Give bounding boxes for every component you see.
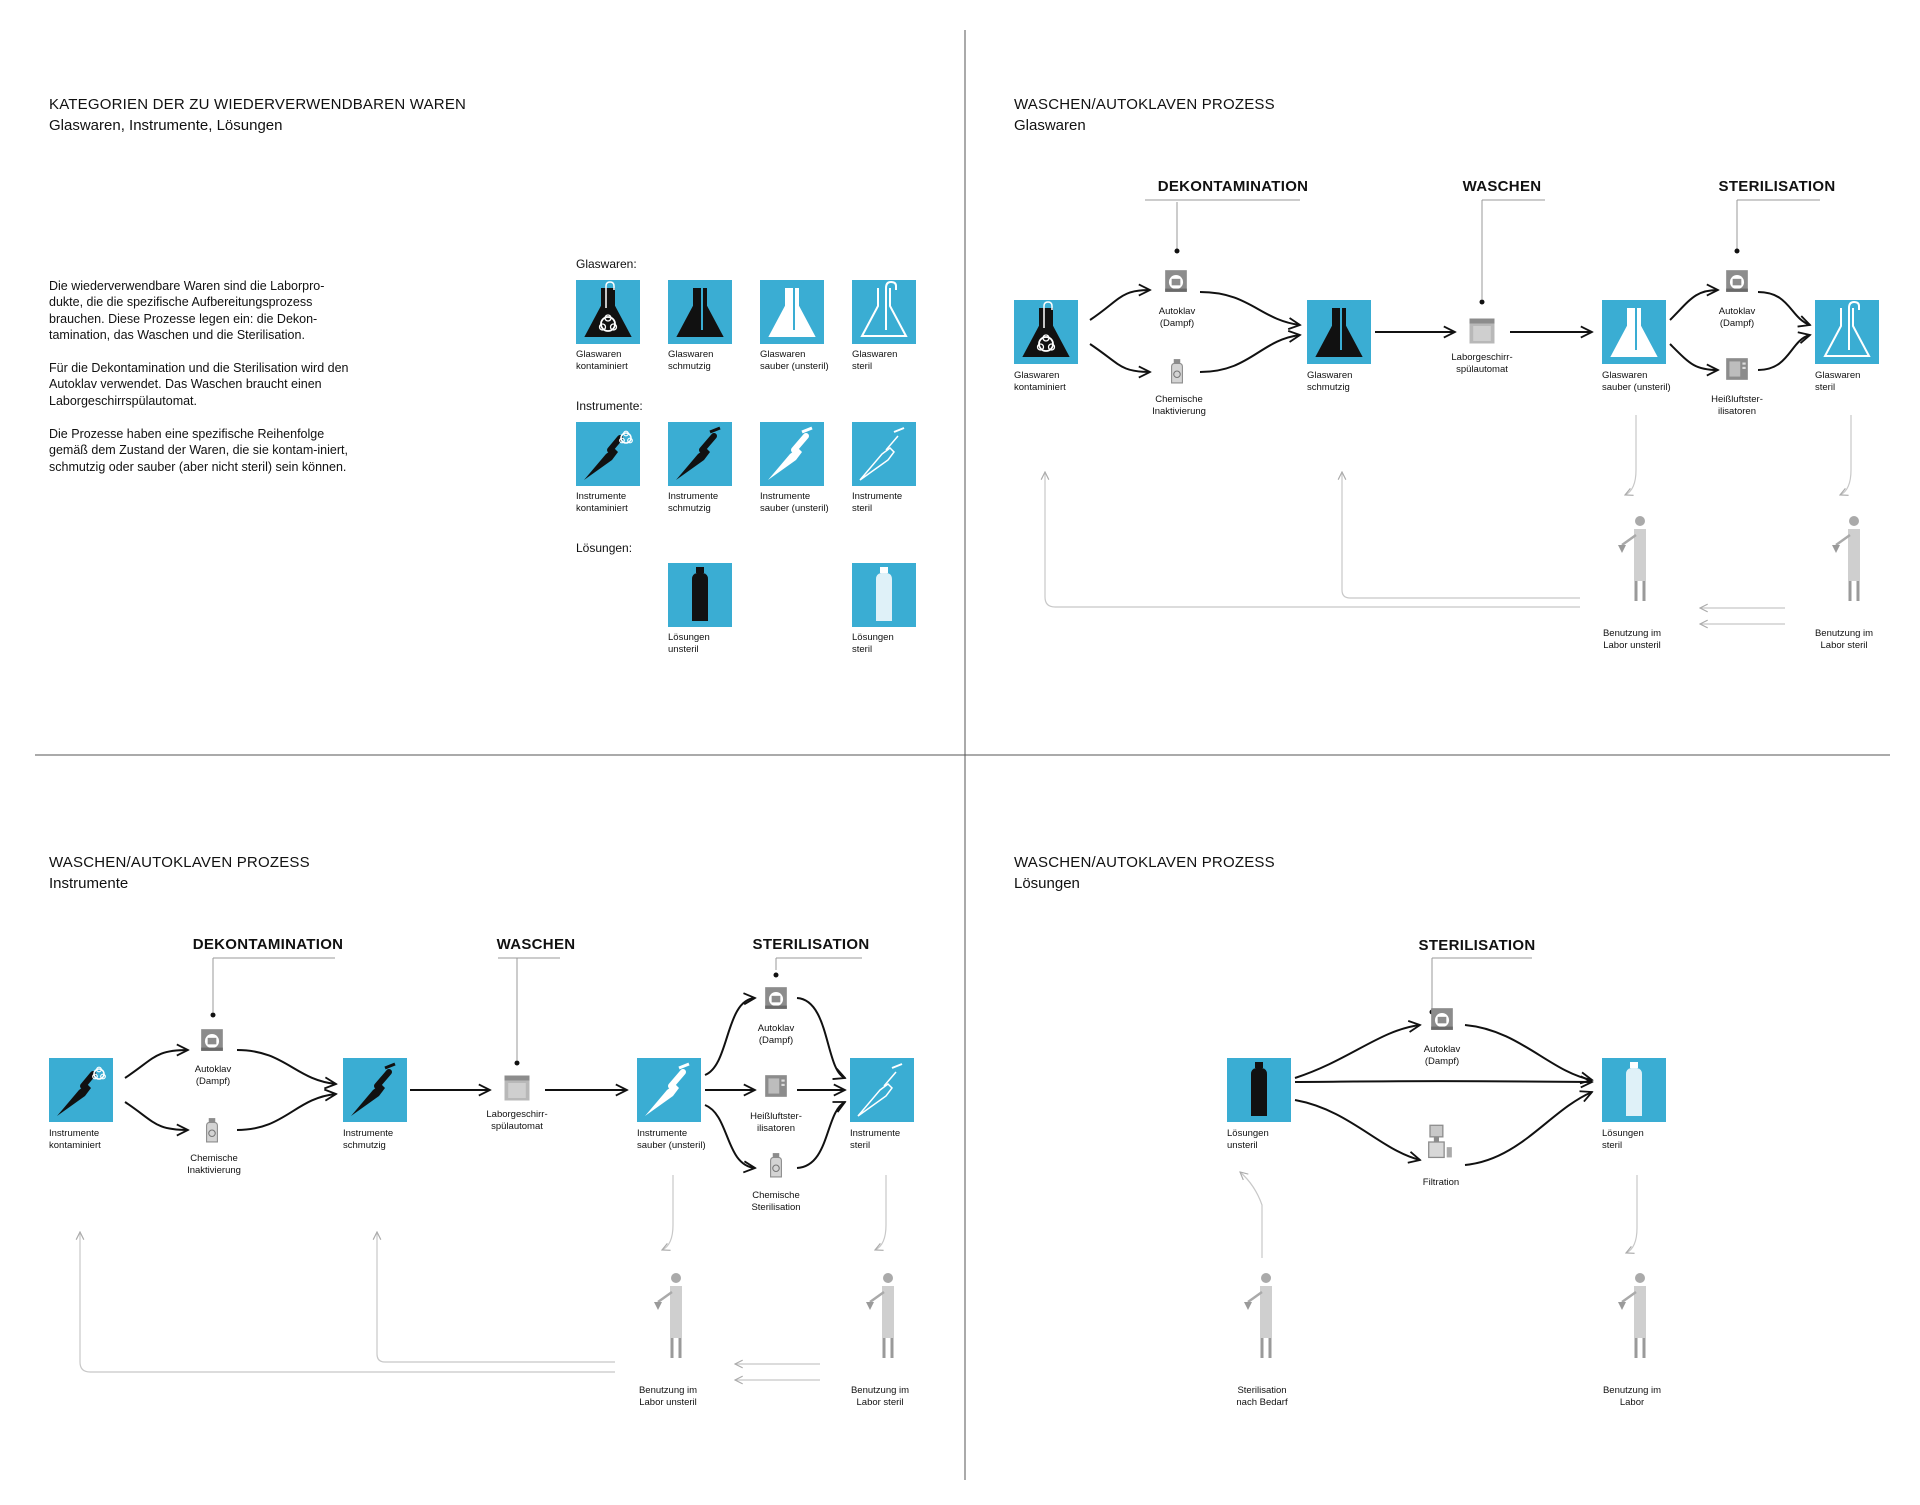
q1-subheading: Glaswaren, Instrumente, Lösungen xyxy=(49,117,283,134)
q4-use-sterilisation-label: Sterilisation nach Bedarf xyxy=(1236,1385,1288,1408)
category-solutions-label: Lösungen: xyxy=(576,541,633,555)
instr-dirty-label: Instrumente schmutzig xyxy=(668,491,719,514)
instr-clean-label: Instrumente sauber (unsteril) xyxy=(760,491,829,514)
q3-stage-sterilisation: STERILISATION xyxy=(752,936,870,953)
q3-stage-decontamination: DEKONTAMINATION xyxy=(192,936,344,953)
q2-use-sterile-label: Benutzung im Labor steril xyxy=(1814,628,1874,651)
q2-chemical-label: Chemische Inaktivierung xyxy=(1152,394,1206,417)
q3-chemical-label: Chemische Inaktivierung xyxy=(187,1153,241,1176)
q4-stage-sterilisation: STERILISATION xyxy=(1418,937,1536,954)
solutions-sterile-label: Lösungen steril xyxy=(852,632,894,655)
q3-item-contaminated-label: Instrumente kontaminiert xyxy=(49,1128,101,1151)
chemical-bottle-icon xyxy=(1170,358,1184,384)
dishwasher-icon xyxy=(1469,318,1495,344)
glass-clean-label: Glaswaren sauber (unsteril) xyxy=(760,349,829,372)
bottle-light-icon xyxy=(1626,1062,1642,1116)
q3-autoclave-label: Autoklav (Dampf) xyxy=(194,1064,232,1087)
glass-contaminated-label: Glaswaren kontaminiert xyxy=(576,349,628,372)
instr-contaminated-label: Instrumente kontaminiert xyxy=(576,491,628,514)
filtration-icon xyxy=(1428,1124,1453,1159)
chemical-bottle-icon xyxy=(205,1117,219,1143)
chemical-bottle-icon xyxy=(769,1152,783,1178)
lab-person-icon xyxy=(1616,1272,1648,1360)
q3-subheading: Instrumente xyxy=(49,875,129,892)
q3-hotair-label: Heißluftster- ilisatoren xyxy=(750,1111,802,1134)
q2-stage-washing: WASCHEN xyxy=(1462,178,1542,195)
instr-sterile-label: Instrumente steril xyxy=(852,491,903,514)
lab-person-icon xyxy=(1242,1272,1274,1360)
autoclave-icon xyxy=(765,987,787,1009)
lab-person-icon xyxy=(1830,515,1862,603)
q4-item-sterile-label: Lösungen steril xyxy=(1602,1128,1644,1151)
category-instruments-label: Instrumente: xyxy=(576,399,643,413)
q2-autoclave2-label: Autoklav (Dampf) xyxy=(1718,306,1756,329)
q3-item-clean-label: Instrumente sauber (unsteril) xyxy=(637,1128,706,1151)
hot-air-sterilizer-icon xyxy=(1726,358,1748,380)
q2-washer-label: Laborgeschirr- spülautomat xyxy=(1451,352,1513,375)
bottle-dark-icon xyxy=(692,567,708,621)
q2-glass-process xyxy=(1014,199,1879,624)
q2-item-clean-label: Glaswaren sauber (unsteril) xyxy=(1602,370,1671,393)
q4-heading: WASCHEN/AUTOKLAVEN PROZESS xyxy=(1014,854,1275,871)
solutions-unsterile-label: Lösungen unsteril xyxy=(668,632,710,655)
q3-use-sterile-label: Benutzung im Labor steril xyxy=(850,1385,910,1408)
q3-stage-washing: WASCHEN xyxy=(496,936,576,953)
q4-use-labor-label: Benutzung im Labor xyxy=(1602,1385,1662,1408)
autoclave-icon xyxy=(1726,270,1748,292)
q3-autoclave2-label: Autoklav (Dampf) xyxy=(757,1023,795,1046)
lab-person-icon xyxy=(864,1272,896,1360)
autoclave-icon xyxy=(1431,1008,1453,1030)
q4-solutions-process xyxy=(1227,957,1666,1360)
lab-person-icon xyxy=(652,1272,684,1360)
glass-dirty-label: Glaswaren schmutzig xyxy=(668,349,714,372)
q2-subheading: Glaswaren xyxy=(1014,117,1086,134)
q4-autoclave-label: Autoklav (Dampf) xyxy=(1423,1044,1461,1067)
q3-use-unsterile-label: Benutzung im Labor unsteril xyxy=(638,1385,698,1408)
q1-heading: KATEGORIEN DER ZU WIEDERVERWENDBAREN WAR… xyxy=(49,96,467,113)
q2-autoclave-label: Autoklav (Dampf) xyxy=(1158,306,1196,329)
q2-hotair-label: Heißluftster- ilisatoren xyxy=(1711,394,1763,417)
q3-washer-label: Laborgeschirr- spülautomat xyxy=(486,1109,548,1132)
glass-sterile-label: Glaswaren steril xyxy=(852,349,898,372)
q1-paragraph-3: Die Prozesse haben eine spezifische Reih… xyxy=(49,427,348,474)
q3-item-sterile-label: Instrumente steril xyxy=(850,1128,901,1151)
bottle-light-icon xyxy=(876,567,892,621)
q4-filtration-label: Filtration xyxy=(1422,1177,1460,1188)
q2-stage-decontamination: DEKONTAMINATION xyxy=(1157,178,1309,195)
autoclave-icon xyxy=(201,1029,223,1051)
q4-subheading: Lösungen xyxy=(1014,875,1080,892)
q2-use-unsterile-label: Benutzung im Labor unsteril xyxy=(1602,628,1662,651)
q2-item-dirty-label: Glaswaren schmutzig xyxy=(1307,370,1353,393)
q2-heading: WASCHEN/AUTOKLAVEN PROZESS xyxy=(1014,96,1275,113)
q2-stage-sterilisation: STERILISATION xyxy=(1718,178,1836,195)
q2-item-contaminated-label: Glaswaren kontaminiert xyxy=(1014,370,1066,393)
q2-item-sterile-label: Glaswaren steril xyxy=(1815,370,1861,393)
hot-air-sterilizer-icon xyxy=(765,1075,787,1097)
autoclave-icon xyxy=(1165,270,1187,292)
lab-person-icon xyxy=(1616,515,1648,603)
q4-item-unsterile-label: Lösungen unsteril xyxy=(1227,1128,1269,1151)
category-glass-label: Glaswaren: xyxy=(576,257,637,271)
q1-paragraph-1: Die wiederverwendbare Waren sind die Lab… xyxy=(49,279,325,342)
bottle-dark-icon xyxy=(1251,1062,1267,1116)
q3-instrument-process xyxy=(49,957,914,1380)
q3-heading: WASCHEN/AUTOKLAVEN PROZESS xyxy=(49,854,310,871)
dishwasher-icon xyxy=(504,1075,530,1101)
q3-item-dirty-label: Instrumente schmutzig xyxy=(343,1128,394,1151)
q3-chem-sterilisation-label: Chemische Sterilisation xyxy=(751,1190,801,1213)
q1-category-icons xyxy=(576,280,916,627)
q1-paragraph-2: Für die Dekontamination und die Sterilis… xyxy=(49,361,349,408)
